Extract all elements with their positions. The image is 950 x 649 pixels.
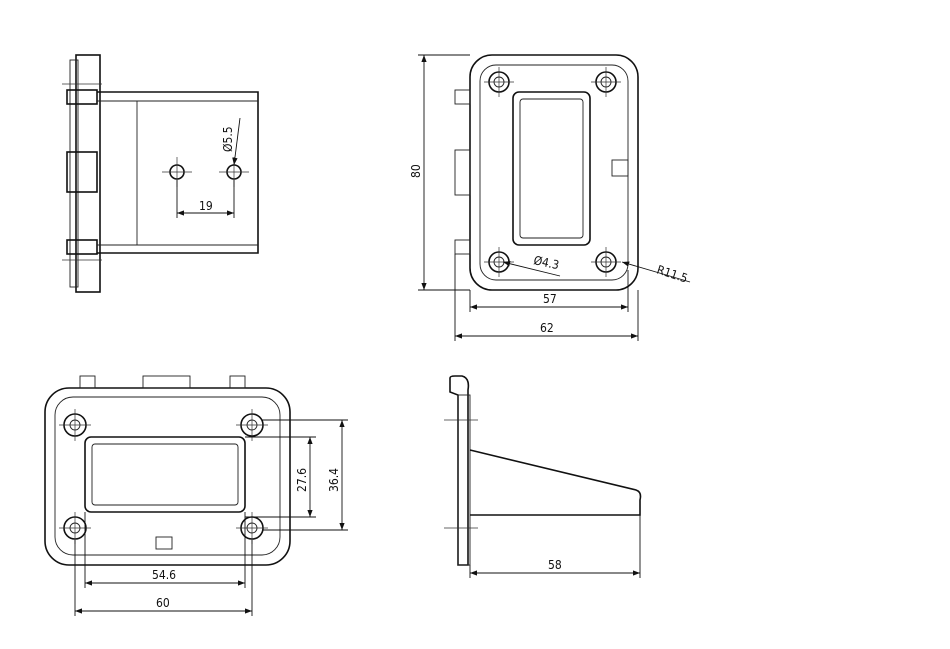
corner-holes <box>484 67 621 277</box>
mount-hole-label: Ø4.3 <box>532 253 560 272</box>
rear-view: 27.6 36.4 54.6 60 <box>44 375 348 616</box>
height-label: 80 <box>409 164 423 178</box>
hole-pitch-height-label: 36.4 <box>327 468 341 492</box>
overall-width-label: 60 <box>156 596 170 610</box>
side-view: Ø5.5 19 <box>62 54 259 293</box>
hole-diameter-label: Ø5.5 <box>221 126 235 152</box>
hole-spacing-label: 19 <box>199 199 213 213</box>
window-height-label: 27.6 <box>295 468 309 492</box>
overall-width-label: 62 <box>540 321 554 335</box>
corner-radius-label: R11.5 <box>655 263 689 286</box>
corner-holes <box>59 409 268 544</box>
front-view: 80 57 62 Ø4.3 R11.5 <box>409 54 691 341</box>
depth-label: 58 <box>548 558 562 572</box>
profile-view: 58 <box>444 375 642 578</box>
hole-pitch-width-label: 57 <box>543 292 557 306</box>
window-width-label: 54.6 <box>152 568 176 582</box>
